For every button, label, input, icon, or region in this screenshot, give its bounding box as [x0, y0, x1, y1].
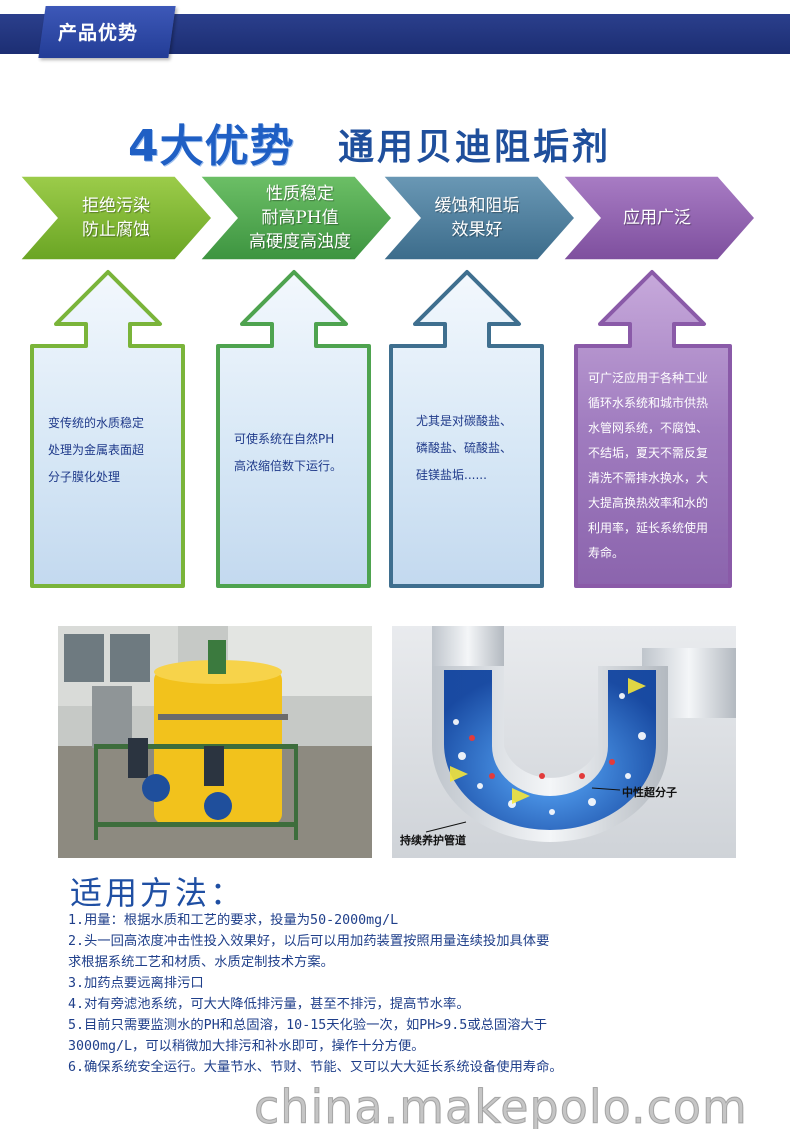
detail-line: 清洗不需排水换水，大 [588, 471, 709, 485]
arrow-box-1-text: 变传统的水质稳定 处理为金属表面超 分子膜化处理 [48, 410, 144, 491]
chevron-3-line: 缓蚀和阻垢 [434, 196, 520, 216]
chevron-3-text: 缓蚀和阻垢 效果好 [418, 174, 536, 262]
detail-line: 磷酸盐、硫酸盐、 [416, 441, 513, 455]
detail-line: 可广泛应用于各种工业 [588, 371, 709, 385]
chevron-4 [561, 175, 756, 261]
chevron-1-text: 拒绝污染 防止腐蚀 [60, 174, 172, 262]
molecule-label: 中性超分子 [622, 786, 677, 799]
detail-line: 尤其是对碳酸盐、 [416, 414, 513, 428]
protect-pipe-label: 持续养护管道 [400, 834, 466, 847]
arrow-box-3 [389, 270, 544, 588]
header-tab-label: 产品优势 [58, 22, 139, 44]
arrow-box-1 [30, 270, 185, 588]
advantage-chevrons: 拒绝污染 防止腐蚀 性质稳定 耐高PH值 高硬度高浊度 缓蚀和阻垢 效果好 应用… [0, 174, 790, 266]
chevron-1-line: 拒绝污染 [82, 196, 150, 216]
watermark: china.makepolo.com [254, 1080, 748, 1129]
detail-line: 水管网系统，不腐蚀、 [588, 421, 709, 435]
arrow-box-2 [216, 270, 371, 588]
usage-line: 6.确保系统安全运行。大量节水、节财、节能、又可以大大延长系统设备使用寿命。 [68, 1060, 563, 1075]
usage-list: 1.用量：根据水质和工艺的要求，投量为50-2000mg/L 2.头一回高浓度冲… [68, 910, 748, 1078]
page-title-sub: 通用贝迪阻垢剂 [338, 126, 612, 168]
detail-line: 处理为金属表面超 [48, 443, 145, 457]
dosing-equipment-photo [58, 626, 372, 858]
arrow-box-4-text: 可广泛应用于各种工业 循环水系统和城市供热 水管网系统，不腐蚀、 不结垢，夏天不… [588, 366, 708, 566]
usage-line: 4.对有旁滤池系统，可大大降低排污量，甚至不排污，提高节水率。 [68, 997, 470, 1012]
dosing-equipment-illustration [58, 626, 372, 858]
u-pipe-graphic [425, 626, 736, 842]
usage-line: 1.用量：根据水质和工艺的要求，投量为50-2000mg/L [68, 913, 399, 928]
arrow-box-2-text: 可使系统在自然PH 高浓缩倍数下运行。 [234, 426, 342, 480]
arrow-callouts [30, 270, 732, 588]
usage-line: 3000mg/L，可以稍微加大排污和补水即可，操作十分方便。 [68, 1039, 425, 1054]
chevron-2-line: 耐高PH值 [261, 208, 339, 228]
arrow-box-4 [574, 270, 732, 588]
chevron-2-line: 高硬度高浊度 [249, 232, 351, 252]
chevron-1-line: 防止腐蚀 [82, 220, 150, 240]
detail-line: 利用率，延长系统使用 [588, 521, 709, 535]
detail-line: 大提高换热效率和水的 [588, 496, 709, 510]
detail-line: 高浓缩倍数下运行。 [234, 459, 343, 473]
chevron-2-text: 性质稳定 耐高PH值 高硬度高浊度 [236, 174, 364, 262]
detail-line: 分子膜化处理 [48, 470, 121, 484]
detail-line: 硅镁盐垢...... [416, 468, 487, 482]
chevron-shapes [18, 175, 756, 261]
usage-title: 适用方法： [70, 874, 246, 912]
detail-line: 变传统的水质稳定 [48, 416, 145, 430]
usage-line: 2.头一回高浓度冲击性投入效果好，以后可以用加药装置按照用量连续投加具体要 [68, 934, 550, 949]
page-title-main: 4大优势 [128, 121, 295, 172]
detail-line: 循环水系统和城市供热 [588, 396, 709, 410]
usage-line: 求根据系统工艺和材质、水质定制技术方案。 [68, 955, 334, 970]
pipe-protection-illustration: 中性超分子 持续养护管道 [392, 626, 736, 858]
usage-line: 3.加药点要远离排污口 [68, 976, 204, 991]
arrow-box-3-text: 尤其是对碳酸盐、 磷酸盐、硫酸盐、 硅镁盐垢...... [416, 408, 512, 489]
detail-line: 不结垢，夏天不需反复 [588, 446, 709, 460]
chevron-3-line: 效果好 [451, 220, 503, 240]
chevron-2-line: 性质稳定 [266, 184, 334, 204]
usage-line: 5.目前只需要监测水的PH和总固溶，10-15天化验一次，如PH>9.5或总固溶… [68, 1018, 548, 1033]
chevron-2 [198, 175, 393, 261]
chevron-4-line: 应用广泛 [623, 208, 691, 228]
detail-line: 可使系统在自然PH [234, 432, 335, 446]
chevron-4-text: 应用广泛 [598, 174, 716, 262]
chevron-1 [18, 175, 213, 261]
detail-line: 寿命。 [588, 546, 625, 560]
chevron-3 [381, 175, 576, 261]
